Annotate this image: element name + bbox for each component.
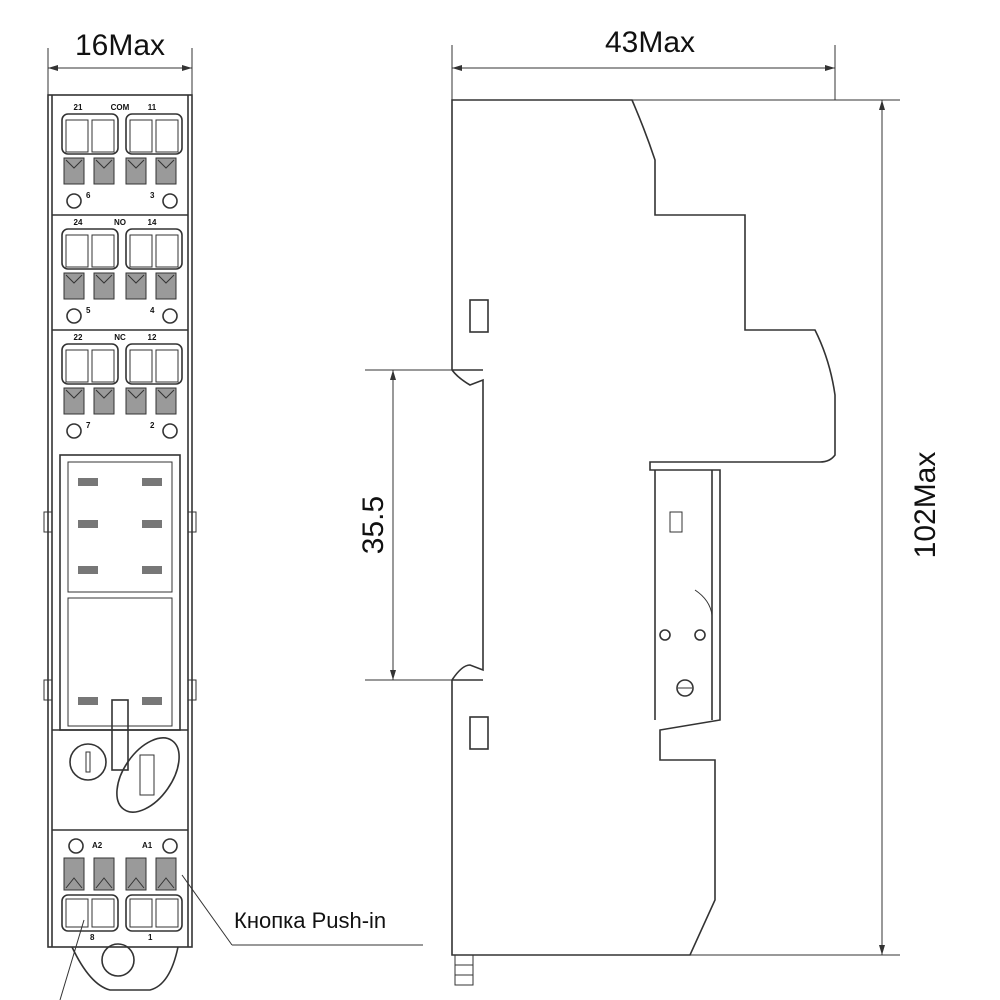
height-label: 102Max	[909, 452, 942, 559]
terminal-function-label: NC	[114, 333, 126, 342]
terminal-number: 4	[150, 306, 155, 315]
depth-dimension: 43Max	[451, 26, 836, 100]
terminal-number: 2	[150, 421, 155, 430]
wire-clamp[interactable]	[125, 387, 147, 415]
terminal-number: 5	[86, 306, 91, 315]
wire-clamp[interactable]	[155, 157, 177, 185]
rail-dimension: 35.5	[357, 369, 470, 681]
terminal-function-label: NO	[114, 218, 126, 227]
terminal-label-a1: A1	[142, 841, 153, 850]
wire-clamp[interactable]	[155, 272, 177, 300]
terminal-block: 21 COM 11 6 3	[61, 103, 183, 209]
wire-clamp[interactable]	[125, 857, 147, 891]
rail-label: 35.5	[357, 496, 390, 554]
terminal-label: 22	[74, 333, 83, 342]
wire-clamp[interactable]	[125, 272, 147, 300]
push-in-button[interactable]	[61, 894, 119, 932]
wire-clamp[interactable]	[93, 272, 115, 300]
wire-clamp[interactable]	[155, 387, 177, 415]
wire-clamp[interactable]	[63, 857, 85, 891]
terminal-number: 6	[86, 191, 91, 200]
depth-label: 43Max	[605, 26, 695, 59]
wire-clamp[interactable]	[125, 157, 147, 185]
push-in-label: Кнопка Push-in	[234, 908, 386, 933]
wire-clamp[interactable]	[93, 857, 115, 891]
terminal-label-a2: A2	[92, 841, 103, 850]
wire-clamp[interactable]	[63, 157, 85, 185]
terminal-label: 14	[148, 218, 157, 227]
width-dimension: 16Max	[47, 29, 193, 95]
terminal-block: 24 NO 14 5 4	[52, 214, 188, 324]
front-view: 21 COM 11 6 3 24 NO 14 5 4 22 NC 12 7 2 A2 A1 8 1	[43, 94, 197, 1000]
height-dimension: 102Max	[632, 99, 942, 956]
side-view	[451, 99, 836, 986]
width-label: 16Max	[75, 29, 165, 62]
terminal-label: 24	[74, 218, 83, 227]
terminal-number: 3	[150, 191, 155, 200]
terminal-label: 12	[148, 333, 157, 342]
terminal-label-1: 1	[148, 933, 153, 942]
wire-clamp[interactable]	[93, 157, 115, 185]
terminal-label: 21	[74, 103, 83, 112]
wire-clamp[interactable]	[63, 272, 85, 300]
terminal-number: 7	[86, 421, 91, 430]
terminal-block: 22 NC 12 7 2	[52, 329, 188, 439]
push-in-button[interactable]	[125, 894, 183, 932]
terminal-label: 11	[148, 103, 157, 112]
wire-clamp[interactable]	[93, 387, 115, 415]
wire-clamp[interactable]	[63, 387, 85, 415]
wire-clamp[interactable]	[155, 857, 177, 891]
terminal-function-label: COM	[111, 103, 130, 112]
push-in-callout: Кнопка Push-in	[181, 874, 423, 946]
terminal-label-8: 8	[90, 933, 95, 942]
